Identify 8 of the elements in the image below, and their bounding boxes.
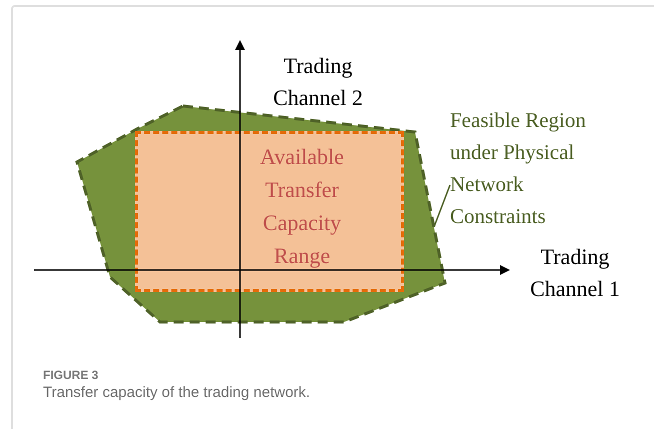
range-label: Available Transfer Capacity Range <box>259 143 345 270</box>
figure-caption: Transfer capacity of the trading network. <box>43 383 310 403</box>
axis-label: Trading Channel 2 <box>272 52 364 112</box>
region-label: Feasible Region under Physical Network Constraints <box>450 104 615 234</box>
capacity-range-rect <box>135 131 404 292</box>
axis-label: Trading Channel 1 <box>529 243 621 303</box>
figure-number: FIGURE 3 <box>43 367 98 384</box>
leader-line <box>433 184 451 228</box>
